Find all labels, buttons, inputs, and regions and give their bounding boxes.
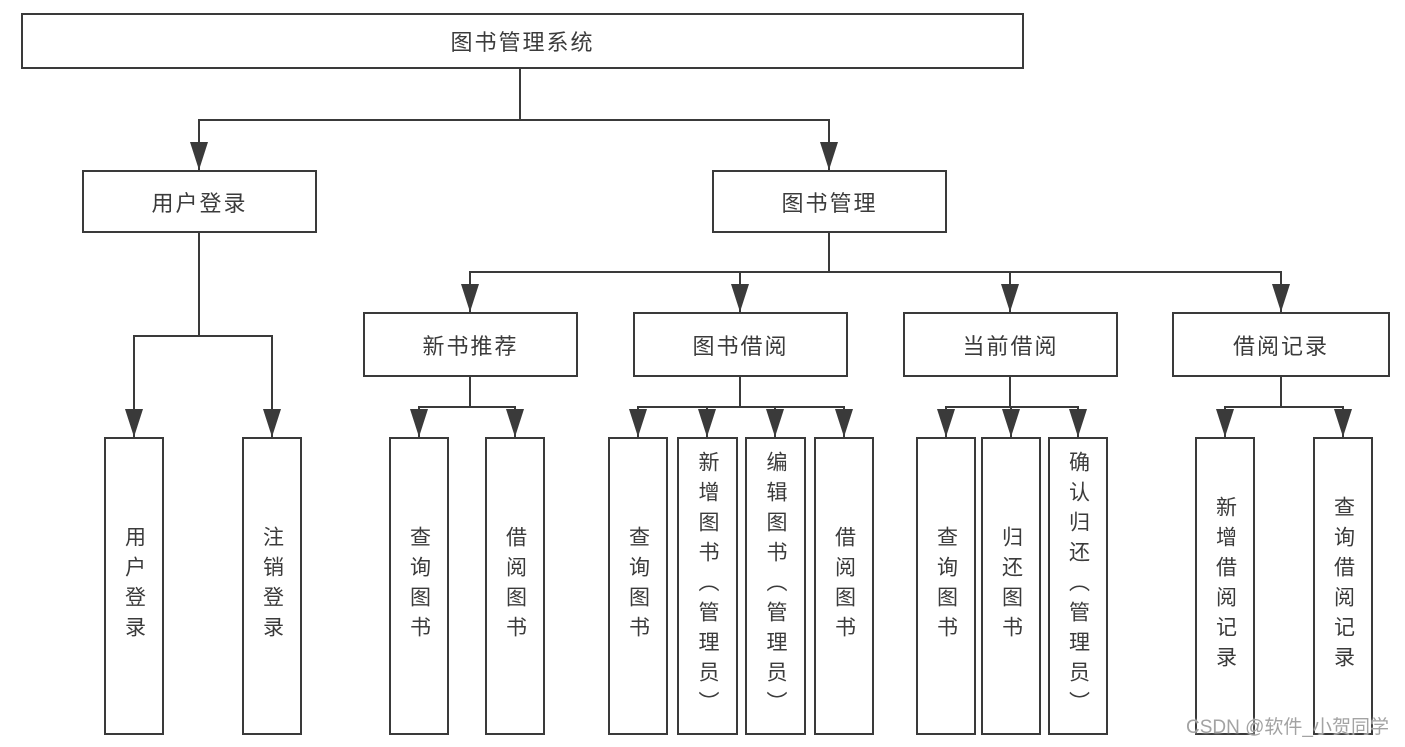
edge-to-leaf-logout (271, 335, 273, 437)
node-borrowing-records: 借阅记录 (1172, 312, 1390, 377)
leaf-borrowing-query-books: 查询图书 (608, 437, 668, 735)
edge-records-stem (1280, 377, 1282, 408)
leaf-logout: 注销登录 (242, 437, 302, 735)
leaf-label: 确认归还（管理员） (1066, 451, 1090, 721)
arrowhead-br-query-icon (1334, 409, 1352, 437)
leaf-current-query-books: 查询图书 (916, 437, 976, 735)
edge-borrowing-stem (739, 377, 741, 408)
edge-current-stem (1009, 377, 1011, 408)
edge-root-rail (198, 119, 830, 121)
arrowhead-cb-confirm-icon (1069, 409, 1087, 437)
leaf-label: 新增借阅记录 (1213, 496, 1237, 676)
leaf-borrowing-borrow-books: 借阅图书 (814, 437, 874, 735)
leaf-label: 查询图书 (407, 526, 431, 646)
arrowhead-recommend-borrow-icon (506, 409, 524, 437)
leaf-add-borrow-record: 新增借阅记录 (1195, 437, 1255, 735)
arrowhead-recommend-query-icon (410, 409, 428, 437)
edge-book-mgmt-rail (469, 271, 1282, 273)
leaf-recommend-query-books: 查询图书 (389, 437, 449, 735)
arrowhead-leaf-user-login-icon (125, 409, 143, 437)
edge-records-rail (1224, 406, 1344, 408)
edge-root-stem (519, 69, 521, 121)
leaf-edit-books-admin: 编辑图书（管理员） (745, 437, 806, 735)
arrowhead-bb-borrow-icon (835, 409, 853, 437)
node-label: 借阅记录 (1232, 333, 1329, 359)
node-label: 用户登录 (151, 190, 248, 216)
leaf-label: 查询图书 (934, 526, 958, 646)
leaf-query-borrow-record: 查询借阅记录 (1313, 437, 1373, 735)
arrowhead-bb-edit-icon (766, 409, 784, 437)
leaf-recommend-borrow-books: 借阅图书 (485, 437, 545, 735)
arrowhead-user-login-icon (190, 142, 208, 170)
edge-user-login-rail (133, 335, 273, 337)
node-new-book-recommend: 新书推荐 (363, 312, 578, 377)
arrowhead-current-borrowing-icon (1001, 284, 1019, 312)
node-library-management-system: 图书管理系统 (21, 13, 1024, 69)
arrowhead-book-management-icon (820, 142, 838, 170)
node-book-management: 图书管理 (712, 170, 947, 233)
edge-book-mgmt-stem (828, 233, 830, 273)
leaf-label: 借阅图书 (503, 526, 527, 646)
edge-user-login-stem (198, 233, 200, 337)
leaf-label: 用户登录 (122, 526, 146, 646)
leaf-label: 编辑图书（管理员） (764, 451, 787, 721)
edge-borrowing-rail (637, 406, 845, 408)
node-label: 图书管理系统 (450, 30, 595, 55)
node-label: 当前借阅 (962, 333, 1059, 359)
leaf-add-books-admin: 新增图书（管理员） (677, 437, 738, 735)
leaf-label: 注销登录 (260, 526, 284, 646)
leaf-label: 借阅图书 (832, 526, 856, 646)
arrowhead-leaf-logout-icon (263, 409, 281, 437)
leaf-return-books: 归还图书 (981, 437, 1041, 735)
leaf-label: 查询图书 (626, 526, 650, 646)
leaf-user-login: 用户登录 (104, 437, 164, 735)
edge-recommend-rail (418, 406, 516, 408)
node-label: 图书借阅 (692, 333, 789, 359)
arrowhead-book-borrowing-icon (731, 284, 749, 312)
arrowhead-borrowing-records-icon (1272, 284, 1290, 312)
arrowhead-cb-query-icon (937, 409, 955, 437)
arrowhead-bb-add-icon (698, 409, 716, 437)
node-user-login: 用户登录 (82, 170, 317, 233)
leaf-label: 查询借阅记录 (1331, 496, 1355, 676)
edge-recommend-stem (469, 377, 471, 408)
node-current-borrowing: 当前借阅 (903, 312, 1118, 377)
leaf-label: 新增图书（管理员） (696, 451, 719, 721)
arrowhead-new-book-recommend-icon (461, 284, 479, 312)
edge-current-rail (945, 406, 1079, 408)
csdn-watermark: CSDN @软件_小贺同学 (1186, 717, 1389, 738)
node-label: 新书推荐 (422, 333, 519, 359)
edge-to-leaf-user-login (133, 335, 135, 437)
leaf-confirm-return-admin: 确认归还（管理员） (1048, 437, 1108, 735)
leaf-label: 归还图书 (999, 526, 1023, 646)
node-book-borrowing: 图书借阅 (633, 312, 848, 377)
node-label: 图书管理 (781, 190, 878, 216)
arrowhead-br-add-icon (1216, 409, 1234, 437)
arrowhead-cb-return-icon (1002, 409, 1020, 437)
arrowhead-bb-query-icon (629, 409, 647, 437)
